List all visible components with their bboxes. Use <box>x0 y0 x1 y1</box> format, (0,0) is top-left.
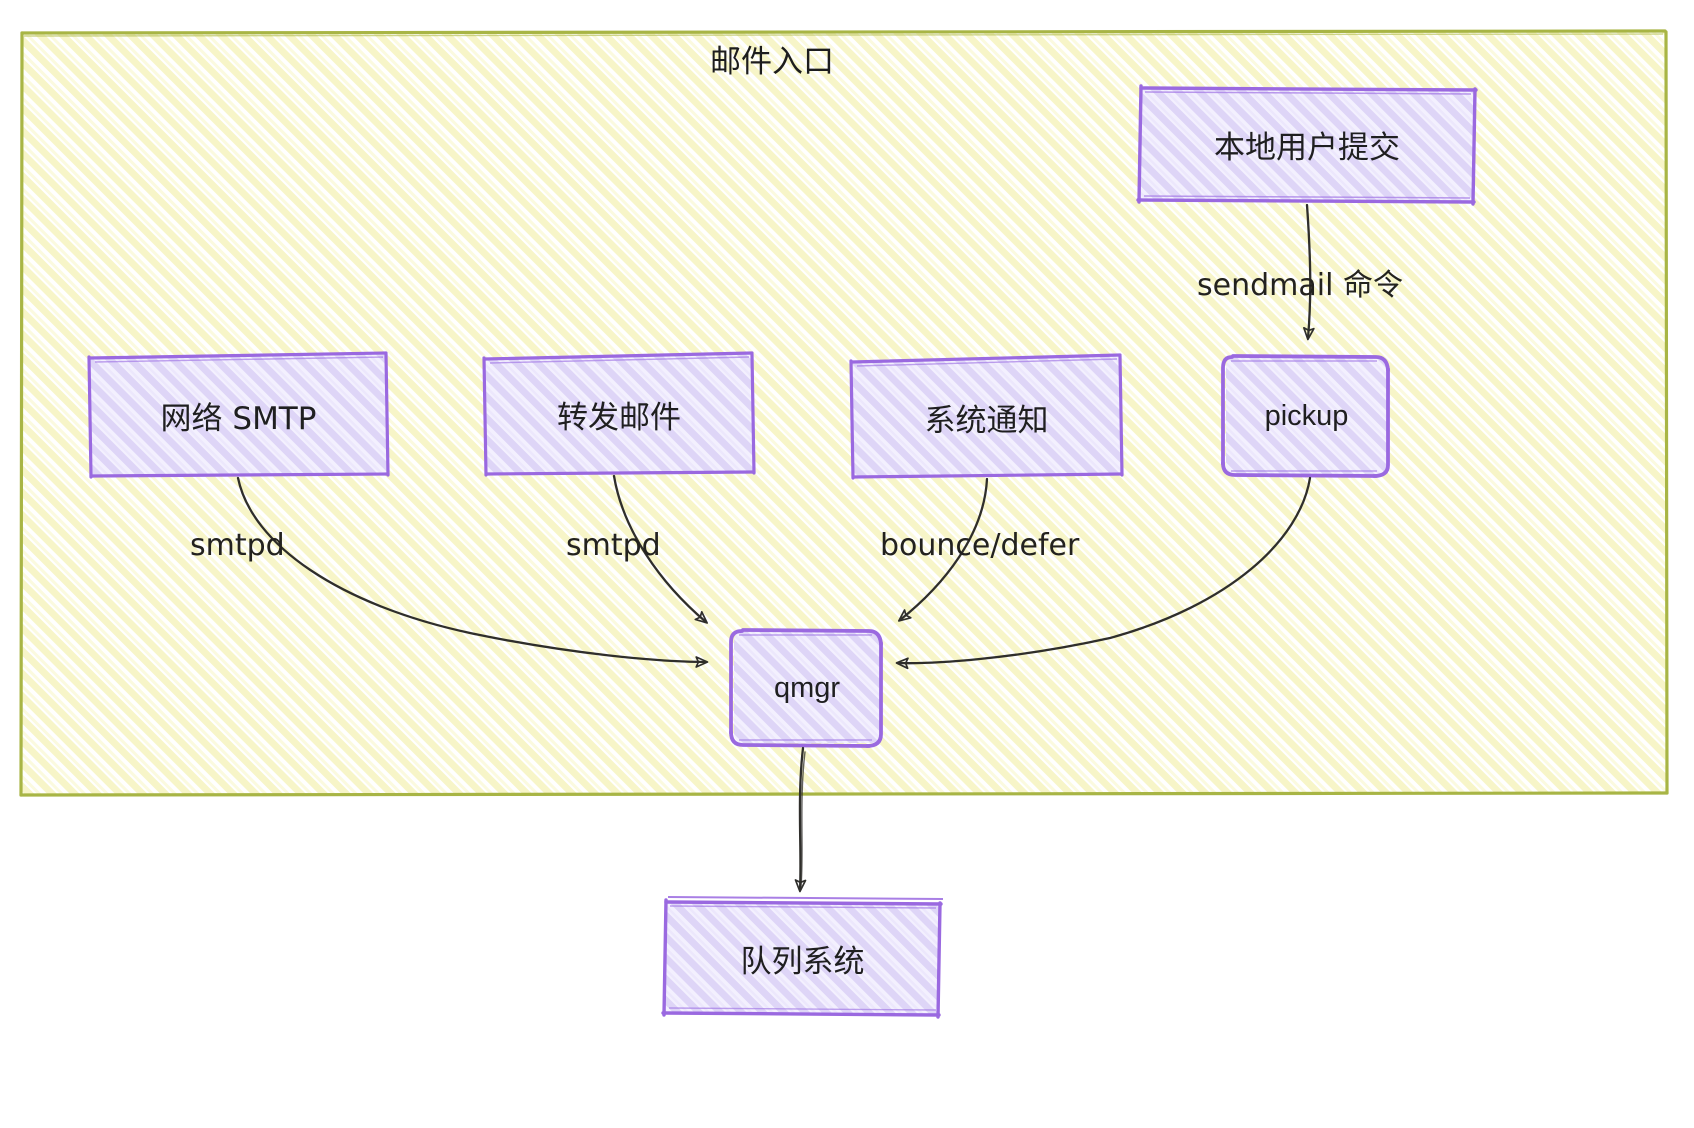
edge-qmgr-to-queue-system <box>794 746 807 893</box>
node-queue-system[interactable] <box>661 896 944 1019</box>
edge-sys-notify-to-qmgr <box>897 477 989 622</box>
edge-net-smtp-to-qmgr <box>236 476 709 668</box>
edge-pickup-to-qmgr <box>895 476 1312 670</box>
edge-relay-mail-to-qmgr <box>612 474 708 624</box>
node-sys-notify[interactable] <box>849 353 1124 480</box>
node-relay-mail[interactable] <box>482 351 756 477</box>
node-net-smtp[interactable] <box>87 351 390 479</box>
node-qmgr[interactable] <box>729 628 883 748</box>
group-container-mail-entry <box>19 29 1669 797</box>
group-title: 邮件入口 <box>710 44 834 80</box>
edge-local-submit-to-pickup <box>1303 203 1315 341</box>
node-pickup[interactable] <box>1221 354 1390 478</box>
node-local-submit[interactable] <box>1136 84 1478 206</box>
